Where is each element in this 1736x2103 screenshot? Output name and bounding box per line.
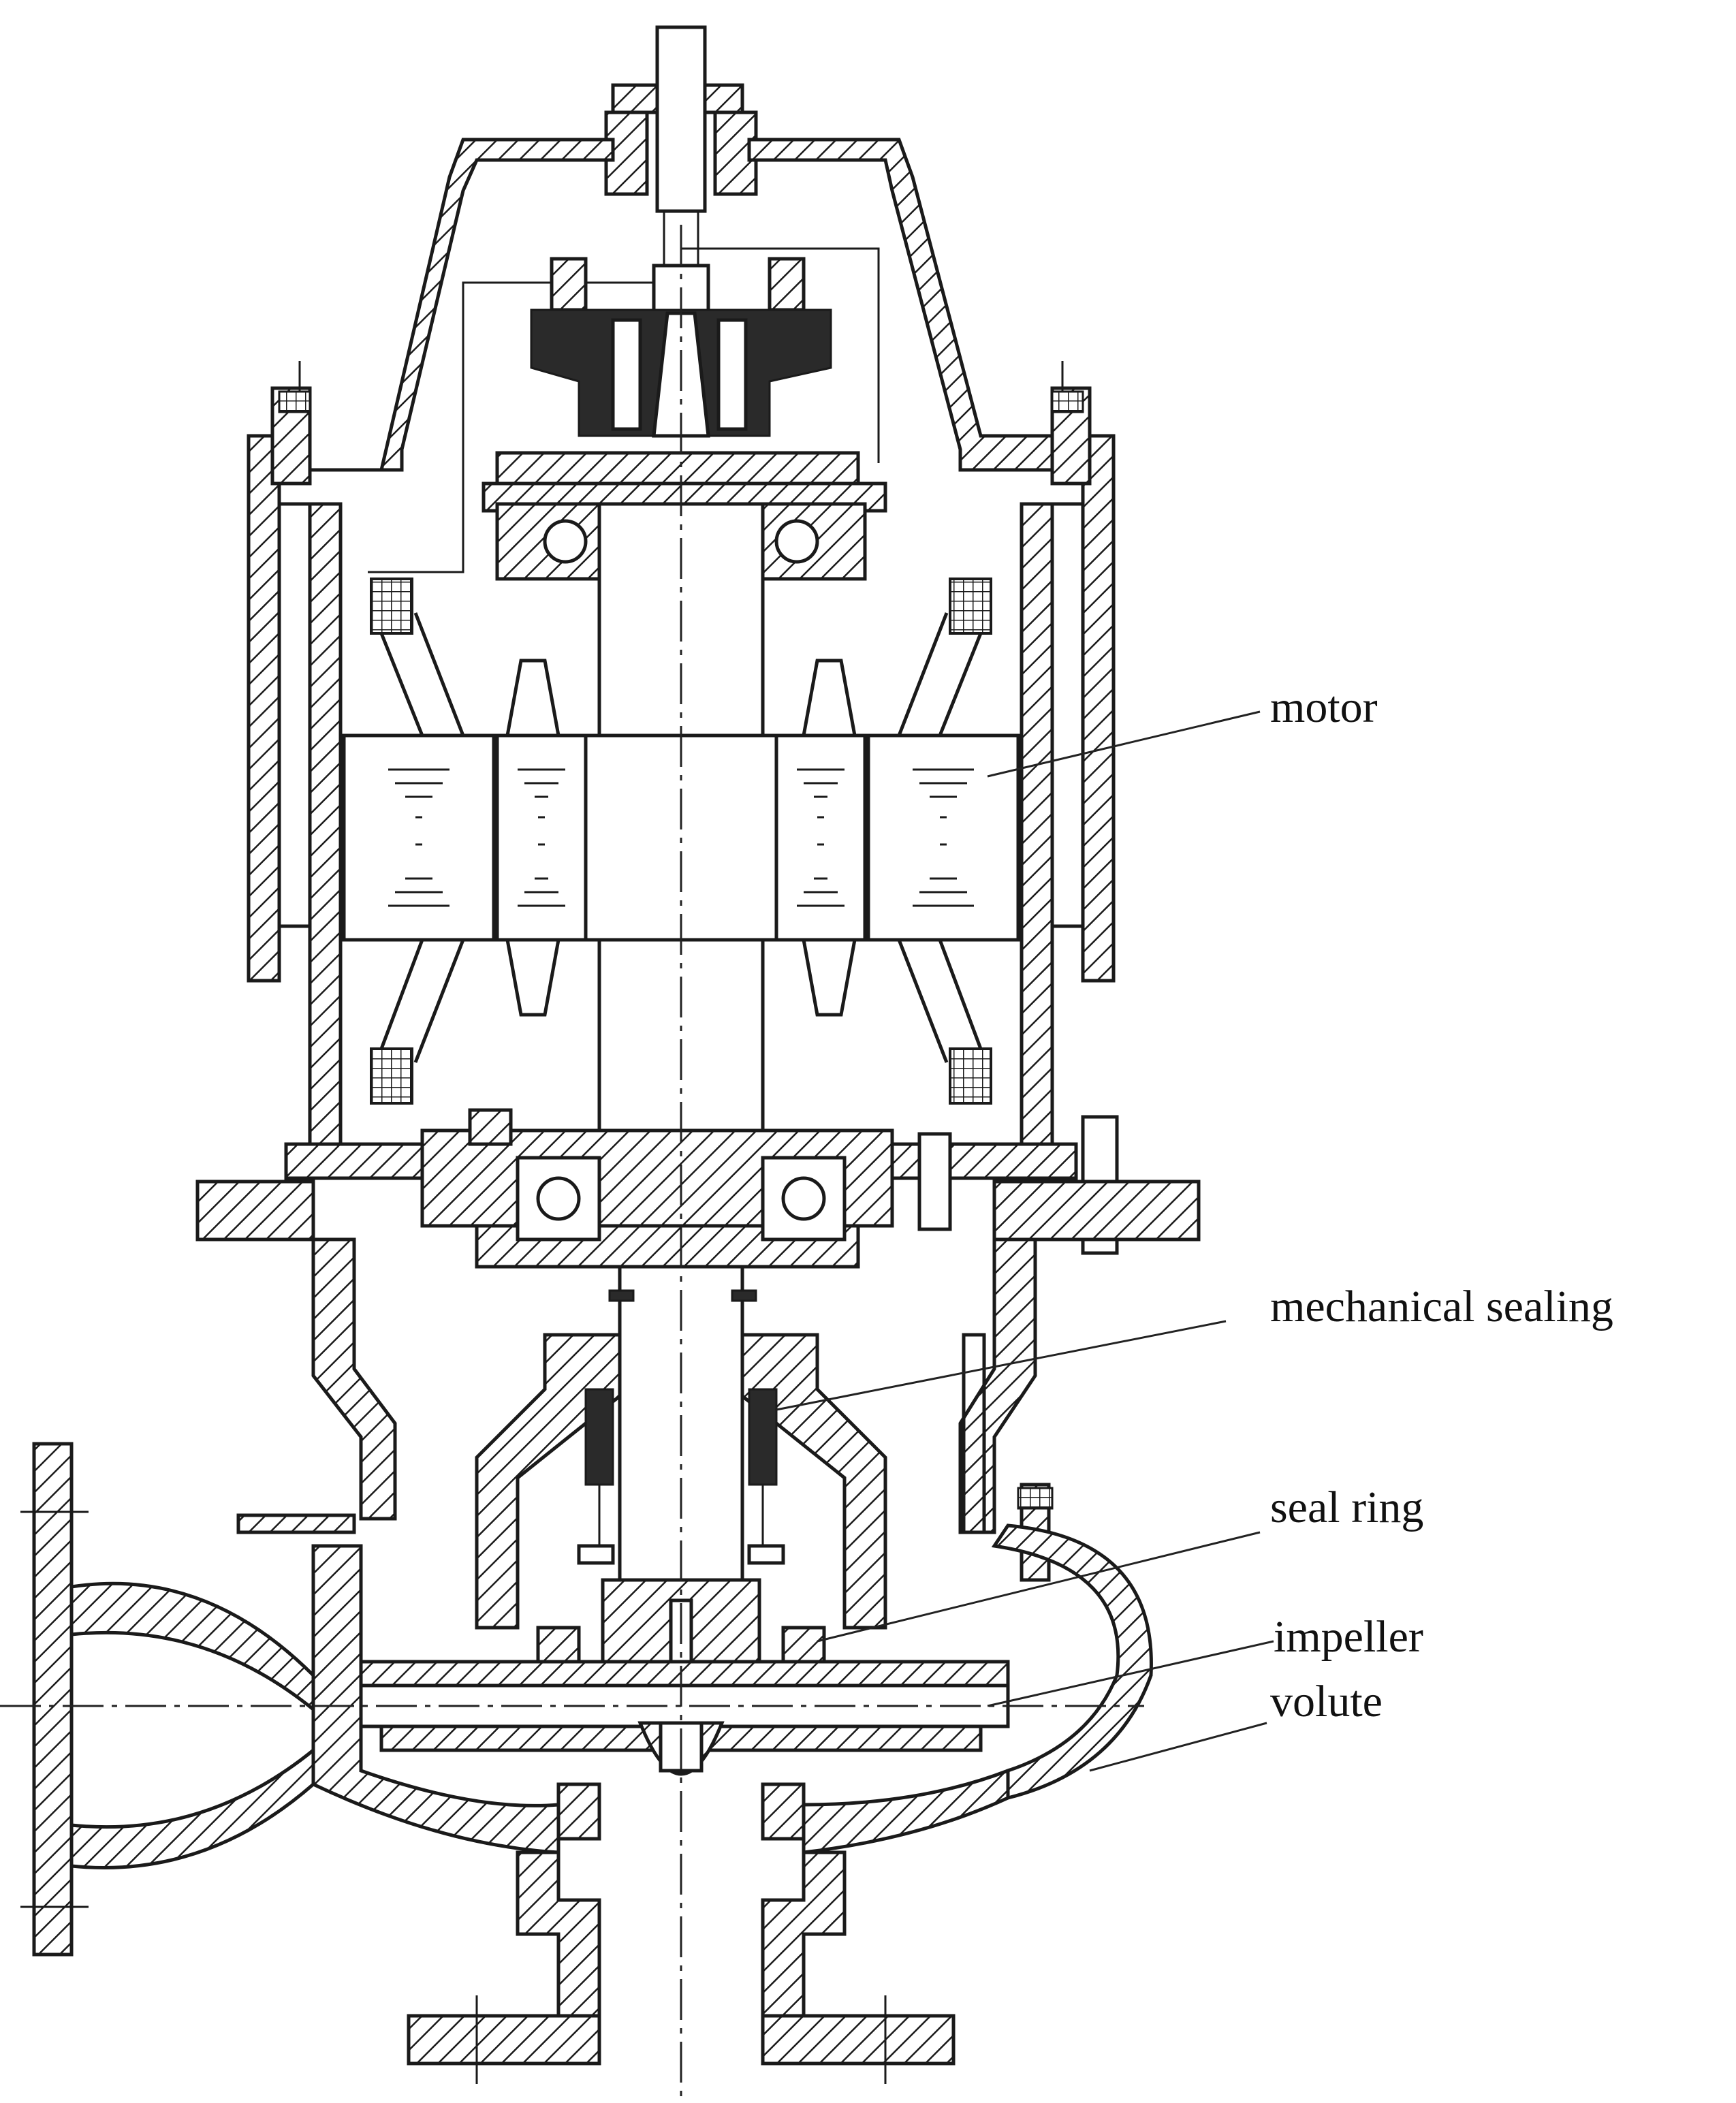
volute-casing bbox=[311, 1523, 1153, 1854]
label-seal-ring: seal ring bbox=[1270, 1483, 1423, 1532]
cable-gland bbox=[604, 25, 758, 286]
suction-nozzle bbox=[407, 1850, 956, 2084]
label-impeller: impeller bbox=[1274, 1612, 1423, 1662]
impeller-leader bbox=[987, 1640, 1274, 1707]
label-mechanical-sealing: mechanical sealing bbox=[1270, 1282, 1613, 1331]
upper-bearing-housing bbox=[482, 451, 887, 581]
seal-chamber bbox=[475, 1333, 887, 1630]
lower-bearing-housing bbox=[284, 1108, 1119, 1269]
motor-housing bbox=[247, 361, 1116, 1160]
labels: motor mechanical sealing seal ring impel… bbox=[1270, 682, 1613, 1726]
motor-leader bbox=[987, 710, 1261, 778]
label-volute: volute bbox=[1270, 1677, 1383, 1726]
intermediate-casing bbox=[311, 1237, 1037, 1534]
terminal-block bbox=[530, 257, 832, 438]
stator-rotor-core bbox=[342, 733, 1020, 942]
volute-leader bbox=[1089, 1722, 1267, 1772]
leader-lines bbox=[776, 710, 1274, 1772]
mechanical-sealing-leader bbox=[776, 1320, 1227, 1411]
stator-winding-ends bbox=[370, 578, 992, 1105]
discharge-pipe bbox=[20, 1442, 315, 1957]
centerlines bbox=[0, 225, 1144, 2098]
seal-ring-leader bbox=[817, 1531, 1261, 1643]
label-motor: motor bbox=[1270, 682, 1378, 732]
